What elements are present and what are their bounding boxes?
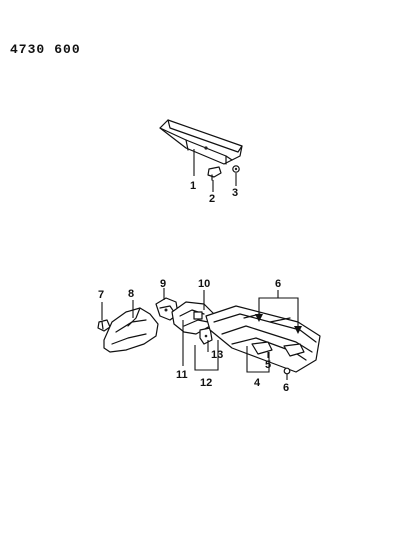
callout-6-bottom: 6 xyxy=(283,382,289,394)
callout-8: 8 xyxy=(128,288,134,300)
callout-12: 12 xyxy=(200,377,212,389)
callout-2: 2 xyxy=(209,193,215,205)
callout-10: 10 xyxy=(198,278,210,290)
callout-6-top: 6 xyxy=(275,278,281,290)
catalog-number: 4730 xyxy=(10,42,46,57)
callout-3: 3 xyxy=(232,187,238,199)
callout-9: 9 xyxy=(160,278,166,290)
grommet-part xyxy=(97,319,111,332)
callout-13: 13 xyxy=(211,349,223,361)
callout-1: 1 xyxy=(190,180,196,192)
leader-12 xyxy=(194,340,219,371)
duct-part xyxy=(205,305,321,375)
callout-4: 4 xyxy=(254,377,261,389)
page-number: 600 xyxy=(54,42,81,57)
page-code: 4730 600 xyxy=(10,42,90,57)
callout-7: 7 xyxy=(98,289,104,301)
leader-4 xyxy=(246,346,270,373)
callout-11: 11 xyxy=(176,369,188,381)
clip-part xyxy=(207,166,222,181)
nut-part xyxy=(232,165,240,173)
leader-6-top xyxy=(255,290,302,334)
callout-5: 5 xyxy=(265,359,271,371)
upper-panel-part xyxy=(159,119,243,165)
shield-part xyxy=(103,307,159,353)
